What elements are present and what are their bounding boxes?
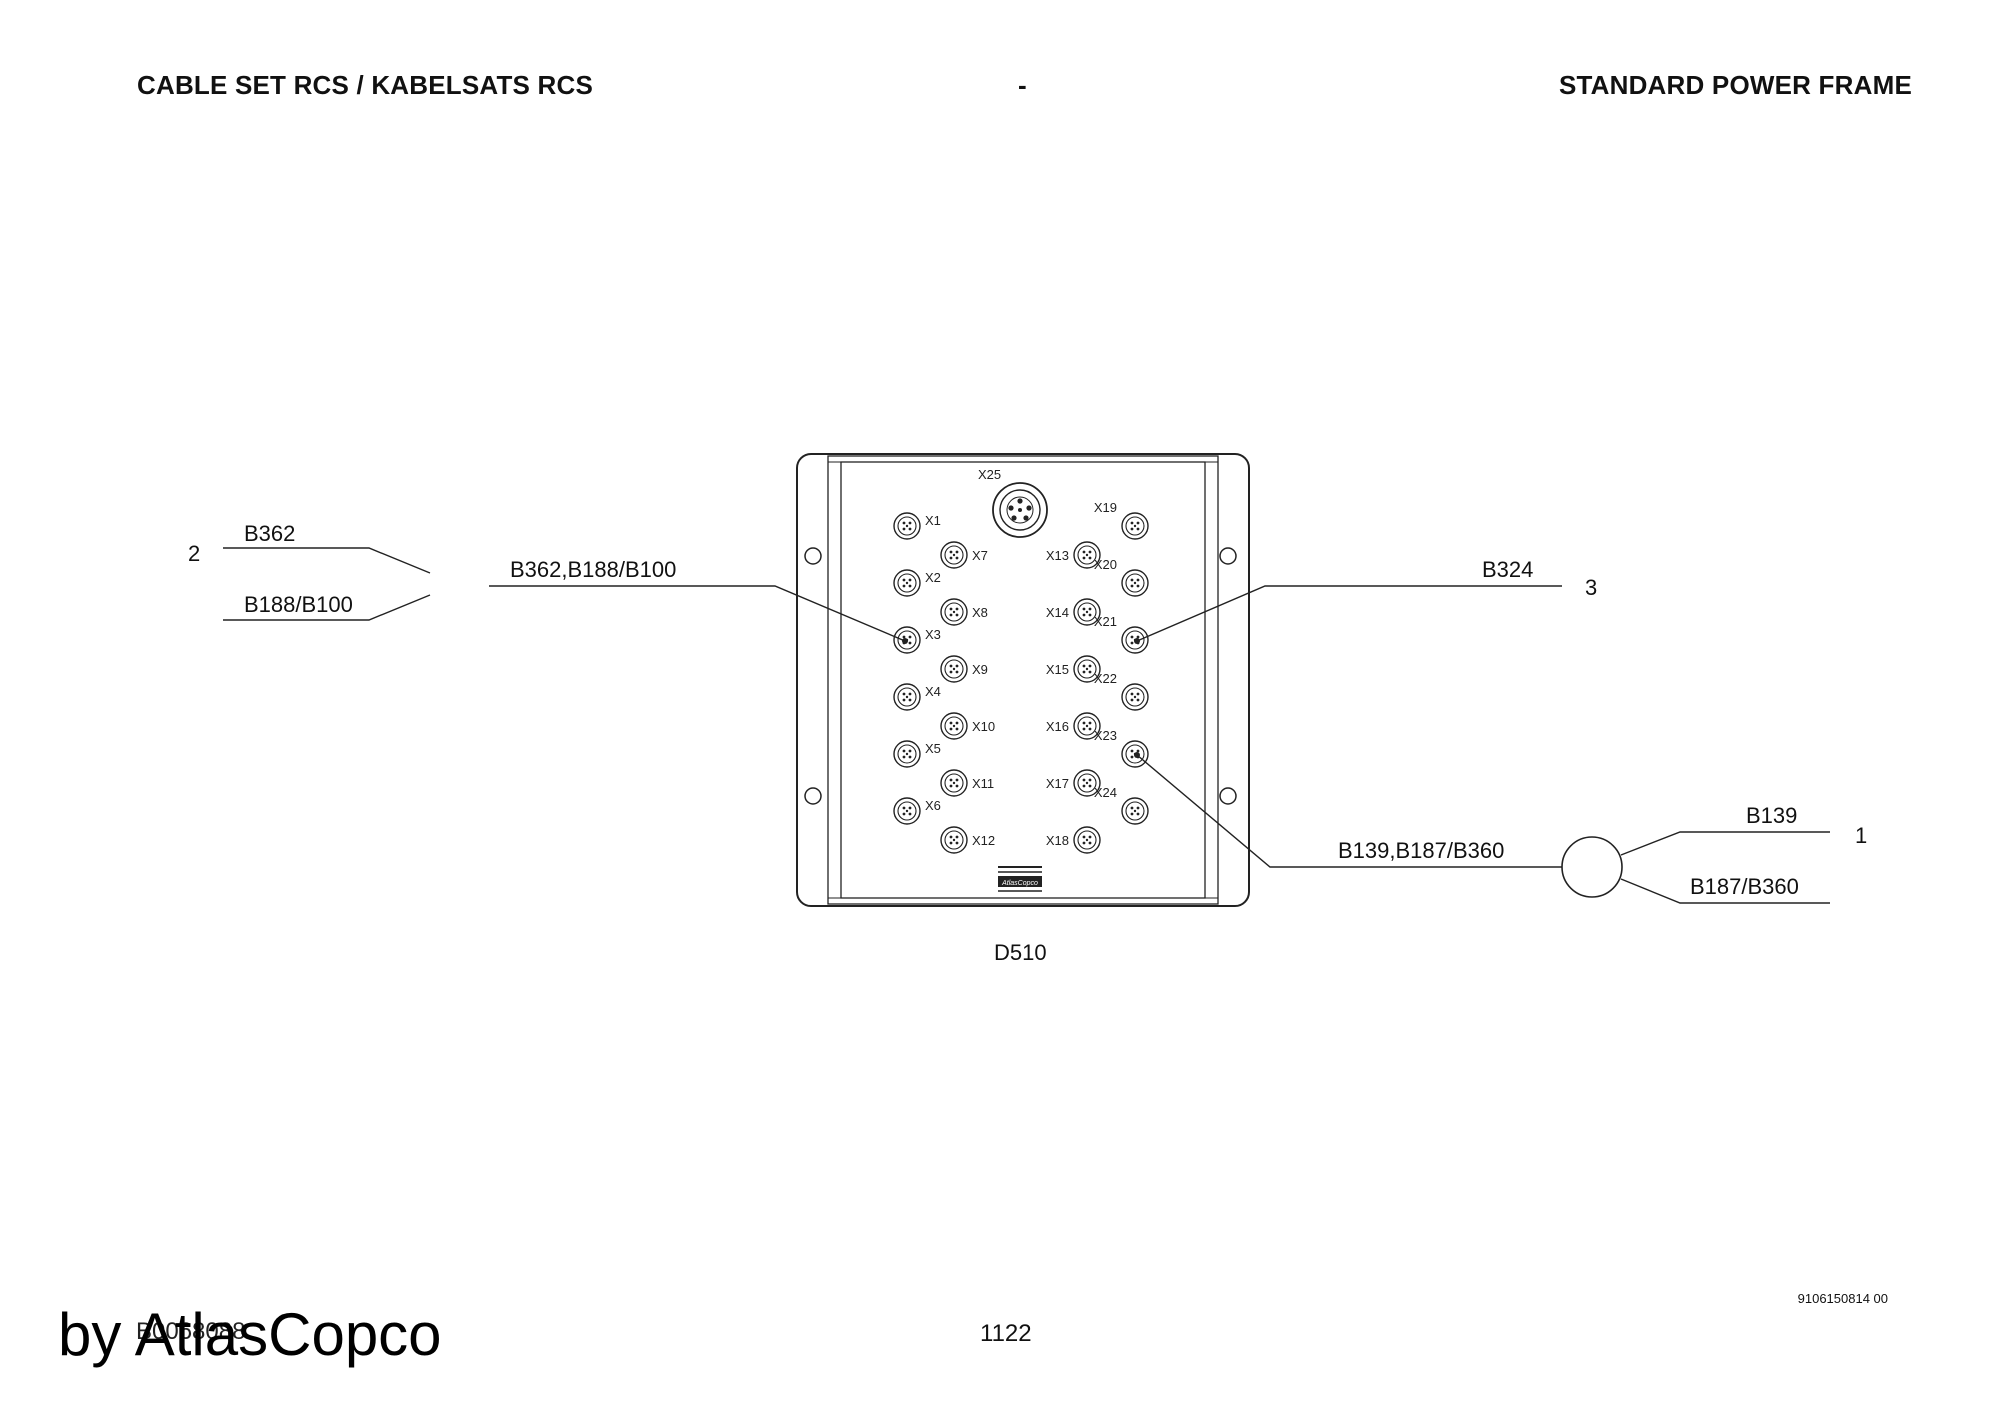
- cable-left: [223, 547, 906, 642]
- port-x24-icon: [1121, 797, 1149, 825]
- port-label-x3: X3: [925, 627, 941, 642]
- port-label-x12: X12: [972, 833, 995, 848]
- cable-label-left-trunk: B362,B188/B100: [510, 557, 676, 582]
- module-label: D510: [994, 940, 1047, 965]
- port-label-x16: X16: [1046, 719, 1069, 734]
- atlascopco-logo-icon: AtlasCopco: [998, 866, 1042, 892]
- port-label-x9: X9: [972, 662, 988, 677]
- port-x11-icon: [940, 769, 968, 797]
- port-label-x11: X11: [972, 776, 994, 791]
- port-label-x22: X22: [1094, 671, 1117, 686]
- page-number: 1122: [980, 1320, 1032, 1347]
- cable-label-b139: B139: [1746, 803, 1797, 828]
- port-label-x10: X10: [972, 719, 995, 734]
- port-label-x7: X7: [972, 548, 988, 563]
- cable-number-3: 3: [1585, 575, 1597, 600]
- port-label-x17: X17: [1046, 776, 1069, 791]
- port-label-x14: X14: [1046, 605, 1069, 620]
- port-label-x18: X18: [1046, 833, 1069, 848]
- watermark: by AtlasCopco: [58, 1301, 442, 1368]
- port-label-x2: X2: [925, 570, 941, 585]
- port-x9-icon: [940, 655, 968, 683]
- cable-right-top: [1136, 585, 1562, 642]
- port-label-x6: X6: [925, 798, 941, 813]
- main-connector-x25: X25: [978, 467, 1048, 538]
- port-x2-icon: [893, 569, 921, 597]
- cable-right-bottom: [1136, 754, 1830, 904]
- cable-label-right-trunk: B139,B187/B360: [1338, 838, 1504, 863]
- logo-text: AtlasCopco: [1001, 880, 1038, 887]
- port-x1-icon: [893, 512, 921, 540]
- port-x7-icon: [940, 541, 968, 569]
- port-x12-icon: [940, 826, 968, 854]
- mount-hole-icon: [1219, 547, 1237, 565]
- port-label-x19: X19: [1094, 500, 1117, 515]
- header-title-right: STANDARD POWER FRAME: [1558, 70, 1912, 100]
- port-label-x13: X13: [1046, 548, 1069, 563]
- port-x18-icon: [1073, 826, 1101, 854]
- cable-label-b324: B324: [1482, 557, 1533, 582]
- port-label-x20: X20: [1094, 557, 1117, 572]
- mount-hole-icon: [804, 547, 822, 565]
- port-label-x8: X8: [972, 605, 988, 620]
- port-x20-icon: [1121, 569, 1149, 597]
- port-grid: X1X2X3X4X5X6X7X8X9X10X11X12X13X14X15X16X…: [893, 500, 1149, 854]
- port-x10-icon: [940, 712, 968, 740]
- cable-label-b362: B362: [244, 521, 295, 546]
- footer-code: B0068088: [136, 1318, 246, 1345]
- port-label-x5: X5: [925, 741, 941, 756]
- port-x5-icon: [893, 740, 921, 768]
- port-x19-icon: [1121, 512, 1149, 540]
- cable-number-1: 1: [1855, 823, 1867, 848]
- port-x22-icon: [1121, 683, 1149, 711]
- port-label-x15: X15: [1046, 662, 1069, 677]
- mount-hole-icon: [804, 787, 822, 805]
- port-label-x25: X25: [978, 467, 1001, 482]
- port-x6-icon: [893, 797, 921, 825]
- port-label-x21: X21: [1094, 614, 1117, 629]
- module-d510: [796, 453, 1250, 907]
- port-x4-icon: [893, 683, 921, 711]
- port-label-x1: X1: [925, 513, 941, 528]
- cable-number-left: 2: [188, 541, 200, 566]
- document-reference: 9106150814 00: [1797, 1291, 1888, 1306]
- header-title-left: CABLE SET RCS / KABELSATS RCS: [137, 70, 594, 100]
- header-title-center: -: [1018, 70, 1027, 100]
- cable-label-b188-b100: B188/B100: [244, 592, 353, 617]
- mount-hole-icon: [1219, 787, 1237, 805]
- port-x8-icon: [940, 598, 968, 626]
- port-label-x23: X23: [1094, 728, 1117, 743]
- port-label-x24: X24: [1094, 785, 1117, 800]
- cable-label-b187-b360: B187/B360: [1690, 874, 1799, 899]
- port-label-x4: X4: [925, 684, 941, 699]
